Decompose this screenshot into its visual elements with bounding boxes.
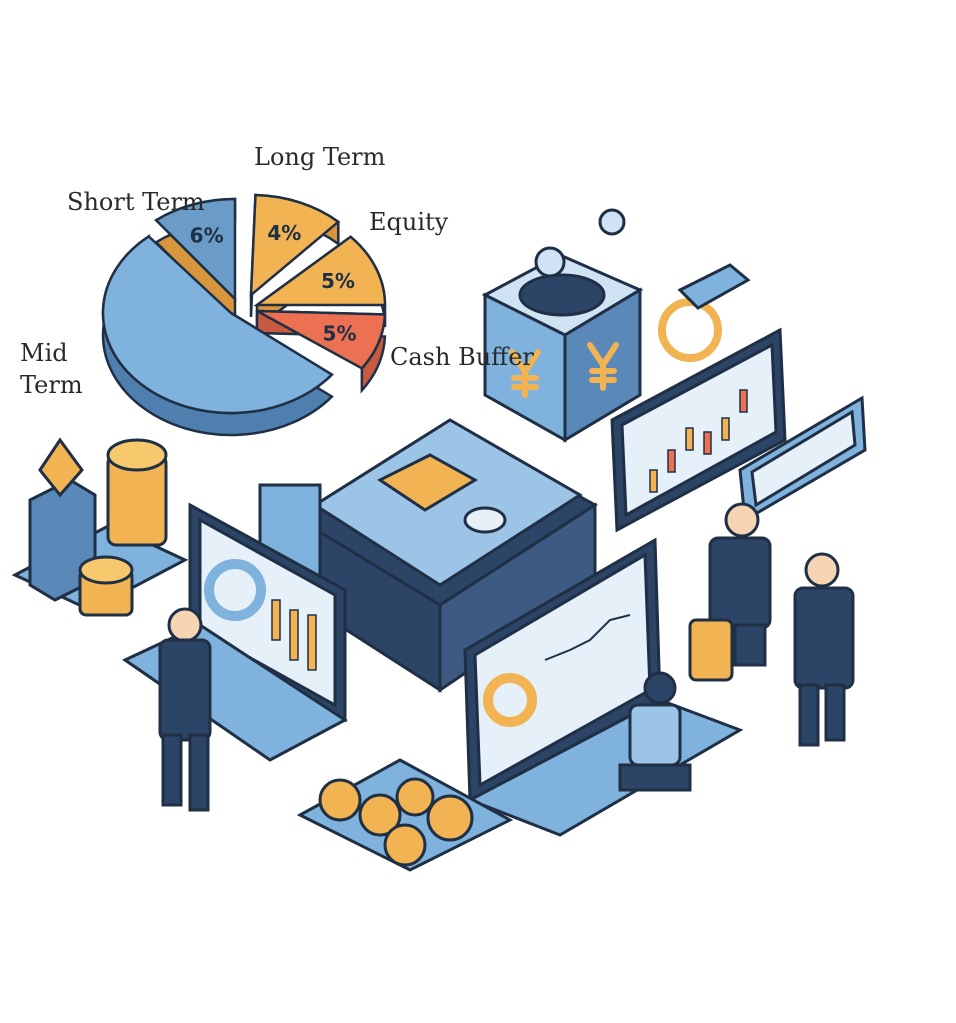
coin-tray (296, 758, 514, 872)
currency-cube (481, 208, 644, 443)
pie-slice-long-term (249, 193, 341, 298)
label-cash-buffer: Cash Buffer (390, 343, 534, 371)
businessmen-right (688, 502, 855, 747)
yen-icon (509, 349, 541, 398)
coin-stacks-left (11, 437, 189, 617)
pie-value-label: 4% (267, 221, 301, 245)
woman-seated (618, 671, 692, 792)
label-mid-term-line1: Mid (20, 339, 68, 367)
pie-slice-equity (253, 235, 387, 307)
label-equity: Equity (369, 208, 449, 236)
label-mid-term-line2: Term (20, 371, 83, 399)
label-short-term: Short Term (67, 188, 205, 216)
label-long-term: Long Term (254, 143, 386, 171)
ring-icon (658, 263, 751, 362)
pie-slice-mid-term (101, 234, 334, 415)
pie-value-label: 5% (323, 322, 357, 346)
pie-slice-cash-buffer (256, 309, 387, 370)
businessman-left (158, 607, 212, 812)
candlestick-monitor (610, 327, 787, 533)
pie-chart: 6% 4% 5% 5% (101, 193, 387, 437)
pie-value-label: 5% (321, 269, 355, 293)
yen-icon (587, 342, 619, 391)
pie-slice-short-term (154, 197, 237, 303)
pie-value-label: 6% (190, 224, 224, 248)
